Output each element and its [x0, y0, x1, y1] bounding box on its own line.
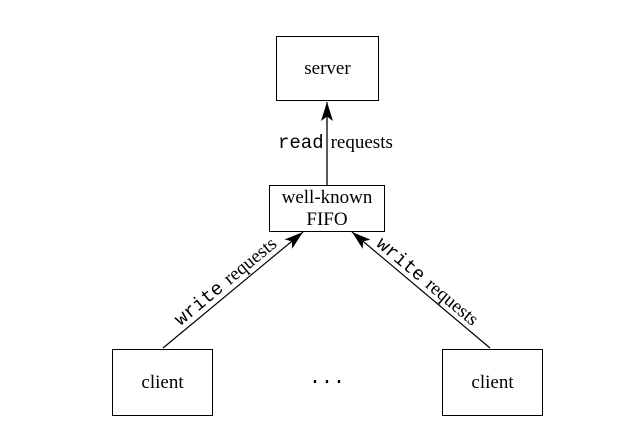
- write-requests-arrow-right: [351, 231, 491, 349]
- client-left-label: client: [141, 371, 184, 393]
- clients-ellipsis: ...: [308, 367, 346, 390]
- write-requests-arrow-left: [162, 231, 304, 349]
- read-requests-label-noun: requests: [330, 132, 393, 153]
- fifo-label-line2: FIFO: [306, 208, 348, 230]
- client-left-node: client: [112, 349, 213, 416]
- read-requests-label: read requests: [278, 132, 393, 154]
- fifo-label-line1: well-known: [281, 186, 373, 208]
- server-node: server: [276, 36, 379, 101]
- read-requests-label-verb: read: [278, 132, 324, 154]
- client-right-node: client: [442, 349, 543, 416]
- server-label: server: [304, 57, 351, 79]
- client-right-label: client: [471, 371, 514, 393]
- fifo-node: well-known FIFO: [269, 185, 385, 232]
